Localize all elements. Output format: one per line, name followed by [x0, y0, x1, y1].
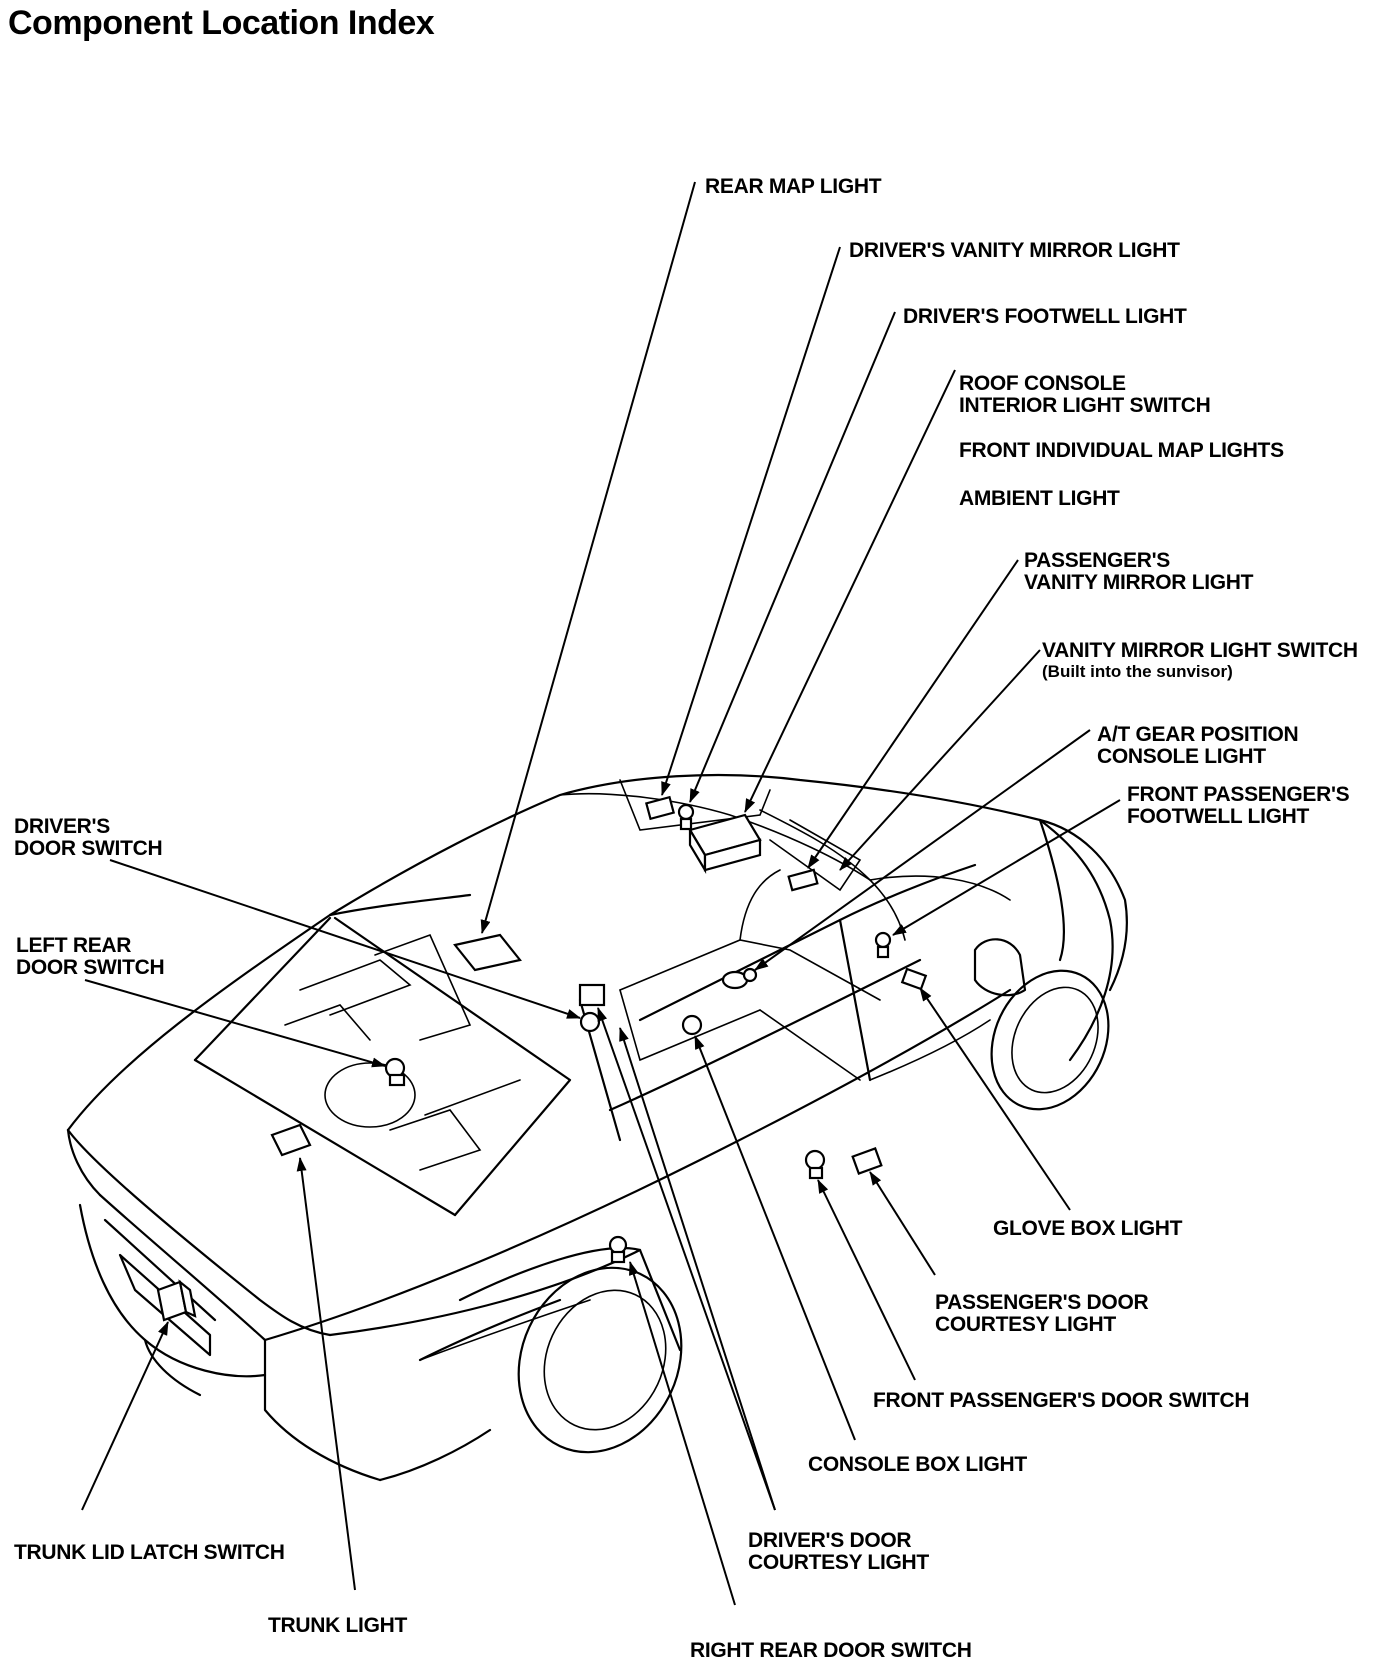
- label-drivers-footwell-light: DRIVER'S FOOTWELL LIGHT: [903, 305, 1187, 328]
- trunk-light-component: [270, 1123, 312, 1157]
- label-trunk-lid-latch-switch: TRUNK LID LATCH SWITCH: [14, 1541, 285, 1564]
- label-ambient-light: AMBIENT LIGHT: [959, 487, 1120, 510]
- label-passengers-door-courtesy-light: PASSENGER'S DOOR COURTESY LIGHT: [935, 1291, 1149, 1336]
- front-passengers-footwell-light-component: [874, 931, 892, 949]
- label-trunk-light: TRUNK LIGHT: [268, 1614, 408, 1637]
- label-rear-map-light: REAR MAP LIGHT: [705, 175, 882, 198]
- drivers-vanity-mirror-light-component: [644, 795, 676, 821]
- drivers-door-switch-component: [579, 1011, 601, 1033]
- passengers-vanity-mirror-light-component: [787, 868, 819, 892]
- car-outline: [66, 773, 1128, 1482]
- drivers-footwell-light-component: [677, 803, 695, 821]
- label-drivers-door-switch: DRIVER'S DOOR SWITCH: [14, 815, 163, 860]
- label-front-passengers-door-switch: FRONT PASSENGER'S DOOR SWITCH: [873, 1389, 1250, 1412]
- label-passengers-vanity-mirror-light: PASSENGER'S VANITY MIRROR LIGHT: [1024, 549, 1254, 594]
- label-console-box-light: CONSOLE BOX LIGHT: [808, 1453, 1027, 1476]
- label-left-rear-door-switch: LEFT REAR DOOR SWITCH: [16, 934, 165, 979]
- leader-lines: [81, 181, 1121, 1606]
- right-rear-door-switch-component: [608, 1235, 628, 1255]
- label-at-gear-position-console-light: A/T GEAR POSITION CONSOLE LIGHT: [1097, 723, 1299, 768]
- label-roof-console: ROOF CONSOLE INTERIOR LIGHT SWITCH: [959, 372, 1211, 417]
- front-passengers-door-switch-component: [804, 1149, 826, 1171]
- components: [156, 795, 928, 1322]
- label-front-passengers-footwell-light: FRONT PASSENGER'S FOOTWELL LIGHT: [1127, 783, 1350, 828]
- passengers-door-courtesy-light-component: [851, 1147, 883, 1175]
- rear-map-light-component: [453, 933, 522, 972]
- drivers-door-courtesy-light-component: [578, 983, 606, 1007]
- page-title: Component Location Index: [8, 4, 435, 42]
- label-glove-box-light: GLOVE BOX LIGHT: [993, 1217, 1183, 1240]
- label-vanity-mirror-light-switch: VANITY MIRROR LIGHT SWITCH (Built into t…: [1042, 639, 1358, 682]
- glove-box-light-component: [900, 967, 928, 991]
- label-front-individual-map-lights: FRONT INDIVIDUAL MAP LIGHTS: [959, 439, 1284, 462]
- label-drivers-door-courtesy-light: DRIVER'S DOOR COURTESY LIGHT: [748, 1529, 929, 1574]
- console-box-light-component: [681, 1014, 703, 1036]
- label-right-rear-door-switch: RIGHT REAR DOOR SWITCH: [690, 1639, 972, 1662]
- label-drivers-vanity-mirror-light: DRIVER'S VANITY MIRROR LIGHT: [849, 239, 1180, 262]
